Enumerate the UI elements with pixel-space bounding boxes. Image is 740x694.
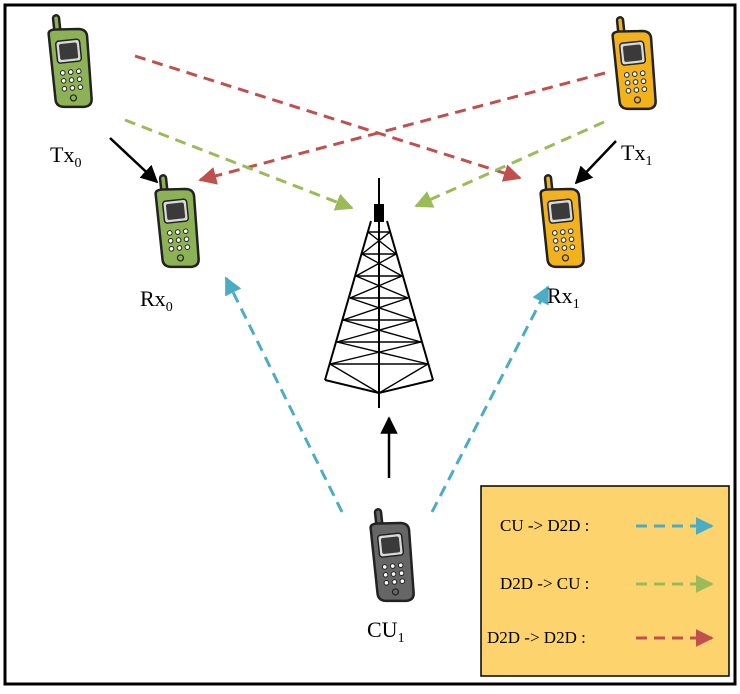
legend: CU -> D2D : D2D -> CU : D2D -> D2D : <box>480 485 730 677</box>
direct-link-tx0-rx0 <box>109 137 159 184</box>
interference-link-tx1-bs <box>414 120 605 208</box>
cu1-label: CU1 <box>367 617 405 646</box>
interference-link-cu-rx0 <box>224 276 344 513</box>
legend-box <box>480 485 730 677</box>
legend-label-d2d-d2d: D2D -> D2D : <box>487 628 586 647</box>
legend-label-d2d-cu: D2D -> CU : <box>500 574 589 593</box>
tx0-label: Tx0 <box>50 142 81 171</box>
interference-link-tx1-rx0 <box>198 71 606 185</box>
legend-label-cu-d2d: CU -> D2D : <box>500 516 589 535</box>
interference-link-tx0-bs <box>124 118 354 211</box>
links <box>109 54 617 513</box>
tx1-label: Tx1 <box>621 140 652 169</box>
interference-link-cu-rx1 <box>430 285 550 513</box>
interference-link-tx0-rx1 <box>134 54 522 182</box>
direct-link-tx1-rx1 <box>574 140 617 185</box>
cell-tower-icon <box>324 178 434 408</box>
rx1-label: Rx1 <box>547 283 580 312</box>
rx0-label: Rx0 <box>140 286 173 315</box>
